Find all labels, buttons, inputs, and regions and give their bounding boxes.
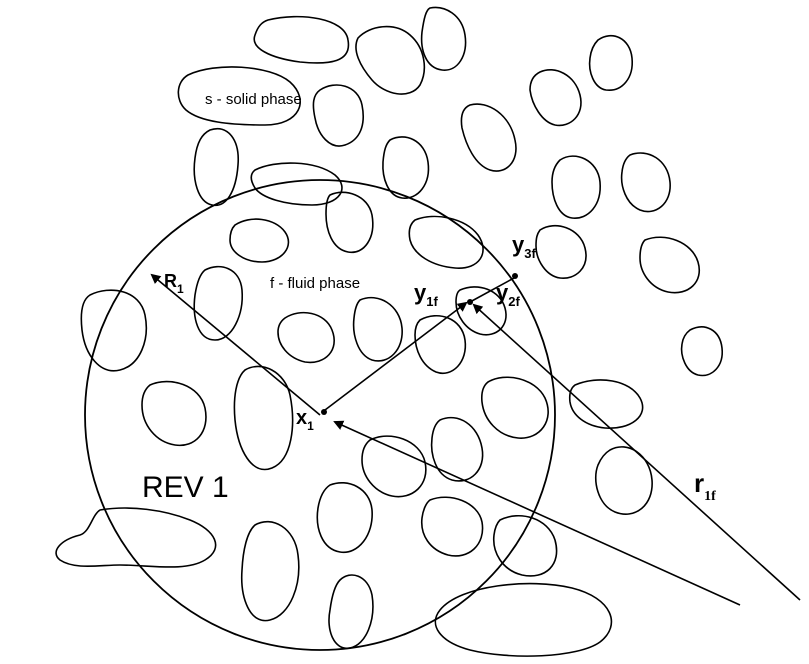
grain (409, 216, 483, 268)
grain (640, 237, 699, 292)
grain (383, 137, 429, 198)
rev-label: REV 1 (142, 471, 229, 504)
y1f-main: y (414, 280, 427, 305)
x1-to-y1f-vector (325, 303, 466, 410)
x1-main: x (296, 407, 307, 429)
grain (596, 447, 652, 514)
x1-sub: 1 (307, 419, 314, 433)
solid-phase-label: s - solid phase (205, 91, 302, 108)
grain (552, 156, 600, 218)
y3f-point (512, 273, 518, 279)
grain (234, 366, 292, 469)
grain (56, 508, 216, 567)
grain (354, 298, 403, 361)
y2f-main: y (496, 280, 509, 305)
y2f-sub: 2f (508, 294, 520, 309)
y3f-main: y (512, 232, 525, 257)
grain (194, 129, 238, 206)
grain (570, 380, 643, 428)
grain (494, 516, 557, 576)
r1f-label: r1f (694, 468, 716, 504)
grain (254, 17, 348, 63)
fluid-phase-label: f - fluid phase (270, 275, 360, 292)
R1-main: R (164, 271, 177, 291)
grain (422, 7, 466, 70)
grain (194, 267, 242, 340)
y3f-label: y3f (512, 232, 536, 261)
y1f-label: y1f (414, 280, 438, 309)
grain (278, 313, 334, 363)
grain (622, 153, 671, 212)
y1f-point (467, 299, 473, 305)
r1f-line-top (474, 305, 800, 600)
grain (242, 522, 299, 621)
grain (461, 104, 516, 171)
R1-sub: 1 (177, 282, 184, 296)
grain (317, 483, 372, 553)
grain (530, 70, 581, 126)
grain (415, 316, 465, 374)
y1f-sub: 1f (426, 294, 438, 309)
solid-grains (56, 7, 722, 656)
R1-label: R1 (164, 271, 184, 296)
grain (313, 85, 363, 146)
grain (590, 36, 633, 90)
grain (356, 27, 424, 94)
x1-label: x1 (296, 407, 314, 433)
r1f-sub: 1f (704, 489, 716, 504)
grain (682, 327, 723, 376)
r1f-line-bottom (335, 422, 740, 605)
x1-point (321, 409, 327, 415)
grain (230, 219, 288, 262)
grain (482, 377, 548, 438)
grain (422, 497, 483, 556)
y2f-label: y2f (496, 280, 520, 309)
grain (432, 418, 483, 481)
grain (362, 436, 426, 497)
grain (142, 382, 206, 446)
grain (536, 226, 586, 279)
r1f-main: r (694, 468, 704, 498)
y3f-sub: 3f (524, 246, 536, 261)
grain (329, 575, 373, 648)
grain (435, 584, 611, 656)
